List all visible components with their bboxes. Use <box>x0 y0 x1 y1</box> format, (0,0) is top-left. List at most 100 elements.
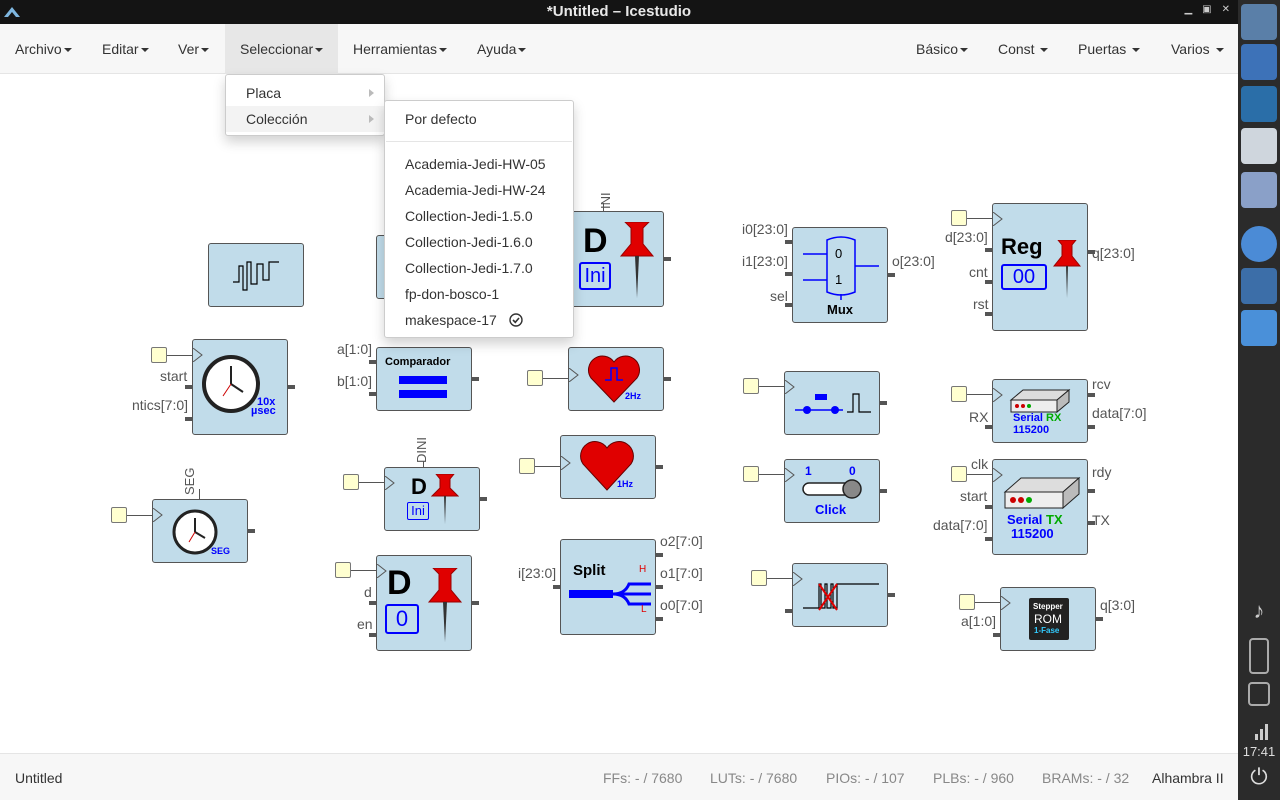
block-seg-timer[interactable]: SEG <box>152 499 248 563</box>
signal-icon[interactable] <box>1241 716 1277 752</box>
icestudio-icon[interactable] <box>1241 172 1277 208</box>
menu-const[interactable]: Const <box>983 24 1063 74</box>
cube-app-icon[interactable] <box>1241 268 1277 304</box>
collection-item-selected[interactable]: makespace-17 <box>385 307 573 333</box>
clock-text: 17:41 <box>1242 744 1276 759</box>
block-reg[interactable]: Reg 00 <box>992 203 1088 331</box>
mux-zero: 0 <box>835 246 843 261</box>
menu-item-coleccion[interactable]: Colección <box>226 106 384 132</box>
pushpin-icon <box>427 568 463 642</box>
clock-input[interactable] <box>743 466 759 482</box>
clock-input[interactable] <box>151 347 167 363</box>
collection-default[interactable]: Por defecto <box>405 111 477 127</box>
stepper-line1: Stepper <box>1033 602 1063 611</box>
collection-item[interactable]: Academia-Jedi-HW-05 <box>405 156 546 172</box>
collection-item[interactable]: Collection-Jedi-1.5.0 <box>405 208 533 224</box>
design-canvas[interactable]: INI D Ini i0[23:0] i1[23:0] sel 0 1 Mux … <box>0 75 1238 753</box>
collection-item[interactable]: Collection-Jedi-1.7.0 <box>405 260 533 276</box>
pin <box>369 392 376 396</box>
block-edge-detector[interactable] <box>792 563 888 627</box>
pin <box>472 377 479 381</box>
block-button[interactable] <box>784 371 880 435</box>
clock-input[interactable] <box>519 458 535 474</box>
clock-input[interactable] <box>959 594 975 610</box>
tx-port-data: data[7:0] <box>933 517 988 533</box>
clock-input[interactable] <box>111 507 127 523</box>
power-icon[interactable]: ⏻ <box>1250 764 1268 789</box>
menu-varios[interactable]: Varios <box>1156 24 1239 74</box>
block-serial-tx[interactable]: Serial TX 115200 <box>992 459 1088 555</box>
menu-ayuda[interactable]: Ayuda <box>462 24 541 74</box>
block-heart-1hz[interactable]: 1Hz <box>560 435 656 499</box>
block-click[interactable]: 1 0 Click <box>784 459 880 523</box>
block-ini-dff[interactable]: D Ini <box>568 211 664 307</box>
files-icon[interactable] <box>1241 44 1277 80</box>
ini-badge: Ini <box>579 262 611 290</box>
mux-port-o: o[23:0] <box>892 253 935 269</box>
equals-icon-bar <box>399 390 447 398</box>
menu-seleccionar[interactable]: Seleccionar <box>225 24 338 74</box>
coleccion-submenu: Por defecto Academia-Jedi-HW-05 Academia… <box>384 100 574 338</box>
battery-icon[interactable] <box>1249 638 1269 674</box>
clock-input[interactable] <box>751 570 767 586</box>
menu-ver[interactable]: Ver <box>163 24 224 74</box>
click-one: 1 <box>805 464 812 478</box>
collection-item[interactable]: Collection-Jedi-1.6.0 <box>405 234 533 250</box>
launcher-icon[interactable] <box>1241 4 1277 40</box>
clock-triangle-icon <box>377 564 387 578</box>
pin <box>785 272 792 276</box>
pin <box>656 617 663 621</box>
block-mux[interactable]: 0 1 Mux <box>792 227 888 323</box>
minimize-icon[interactable]: ▁ <box>1184 4 1193 15</box>
caret-down-icon <box>315 48 324 53</box>
block-split[interactable]: Split H L <box>560 539 656 635</box>
pin <box>1088 489 1095 493</box>
block-stepper-rom[interactable]: Stepper ROM 1-Fase <box>1000 587 1096 651</box>
caret-down-icon <box>140 48 149 53</box>
clock-input[interactable] <box>951 466 967 482</box>
block-serial-rx[interactable]: Serial RX 115200 <box>992 379 1088 443</box>
clock-input[interactable] <box>743 378 759 394</box>
clock-triangle-icon <box>793 572 803 586</box>
menu-basico[interactable]: Básico <box>901 24 983 74</box>
window-icon[interactable] <box>1241 128 1277 164</box>
pin <box>785 609 792 613</box>
block-dff-zero[interactable]: D 0 <box>376 555 472 651</box>
status-board[interactable]: Alhambra II <box>1152 770 1224 786</box>
timer-caption1: 10x <box>257 396 276 408</box>
folder-icon[interactable] <box>1241 310 1277 346</box>
block-comparator[interactable]: Comparador <box>376 347 472 411</box>
clock-input[interactable] <box>527 370 543 386</box>
menu-item-placa[interactable]: Placa <box>226 80 384 106</box>
caret-down-icon <box>1040 48 1049 53</box>
maximize-icon[interactable]: ▣ <box>1202 4 1212 15</box>
close-icon[interactable]: ✕ <box>1221 4 1230 15</box>
volume-icon[interactable]: ♪ <box>1253 598 1265 623</box>
dff0-port-d: d <box>364 584 372 600</box>
timer-port-ntics: ntics[7:0] <box>132 397 189 413</box>
ini-wire <box>603 203 604 211</box>
block-heart-2hz[interactable]: 2Hz <box>568 347 664 411</box>
pushbutton-icon <box>795 393 871 414</box>
chromium-icon[interactable] <box>1241 226 1277 262</box>
collection-item[interactable]: fp-don-bosco-1 <box>405 286 500 302</box>
menu-editar[interactable]: Editar <box>87 24 164 74</box>
collection-item[interactable]: Academia-Jedi-HW-24 <box>405 182 546 198</box>
clock-input[interactable] <box>343 474 359 490</box>
clock-input[interactable] <box>951 386 967 402</box>
clock-triangle-icon <box>1001 596 1011 610</box>
menu-herramientas[interactable]: Herramientas <box>338 24 462 74</box>
clock-input[interactable] <box>335 562 351 578</box>
block-timer[interactable]: 10x µsec <box>192 339 288 435</box>
block-dini[interactable]: D Ini <box>384 467 480 531</box>
menu-archivo[interactable]: Archivo <box>0 24 87 74</box>
notes-icon[interactable] <box>1248 682 1270 706</box>
stepper-port-a: a[1:0] <box>961 613 997 629</box>
statusbar: Untitled FFs: - / 7680 LUTs: - / 7680 PI… <box>0 753 1238 800</box>
network-map-icon[interactable] <box>1241 86 1277 122</box>
reg-value: 00 <box>1001 264 1047 290</box>
menu-puertas[interactable]: Puertas <box>1063 24 1155 74</box>
block-waveform[interactable] <box>208 243 304 307</box>
pin <box>656 465 663 469</box>
clock-input[interactable] <box>951 210 967 226</box>
